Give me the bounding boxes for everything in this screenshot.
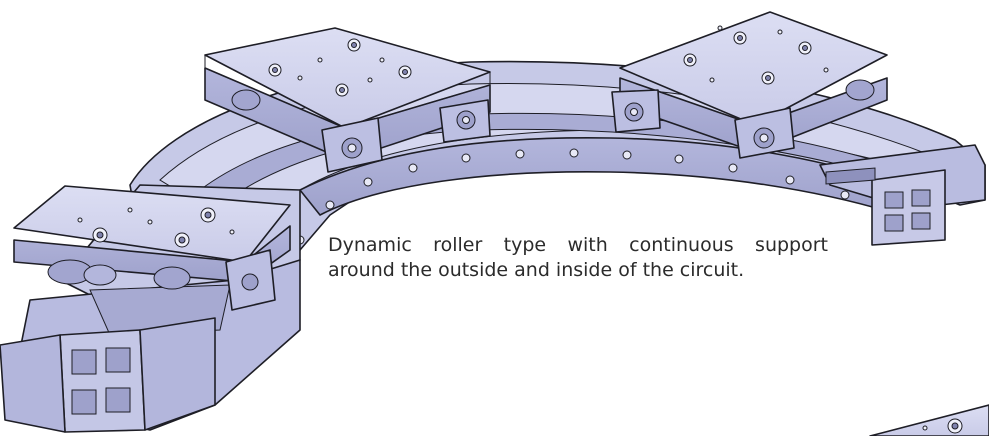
- right-rail-profile: [819, 144, 986, 246]
- left-rail-profile: [0, 317, 216, 433]
- mounting-screws: [77, 207, 235, 248]
- carriage-partial-bottom-right: [869, 404, 989, 436]
- roller-wheels: [47, 249, 276, 311]
- roller-wheels: [611, 79, 875, 159]
- caption-line-2: around the outside and inside of the cir…: [328, 259, 745, 281]
- mounting-screws: [268, 38, 412, 97]
- carriage-left: [13, 185, 291, 311]
- description-caption: Dynamic roller type with continuous supp…: [328, 233, 828, 283]
- carriage-top-right: [611, 11, 888, 159]
- mounting-screws: [683, 25, 829, 85]
- roller-wheels: [231, 89, 491, 173]
- caption-line-1: Dynamic roller type with continuous supp…: [328, 234, 828, 256]
- carriage-top-center: [204, 27, 491, 173]
